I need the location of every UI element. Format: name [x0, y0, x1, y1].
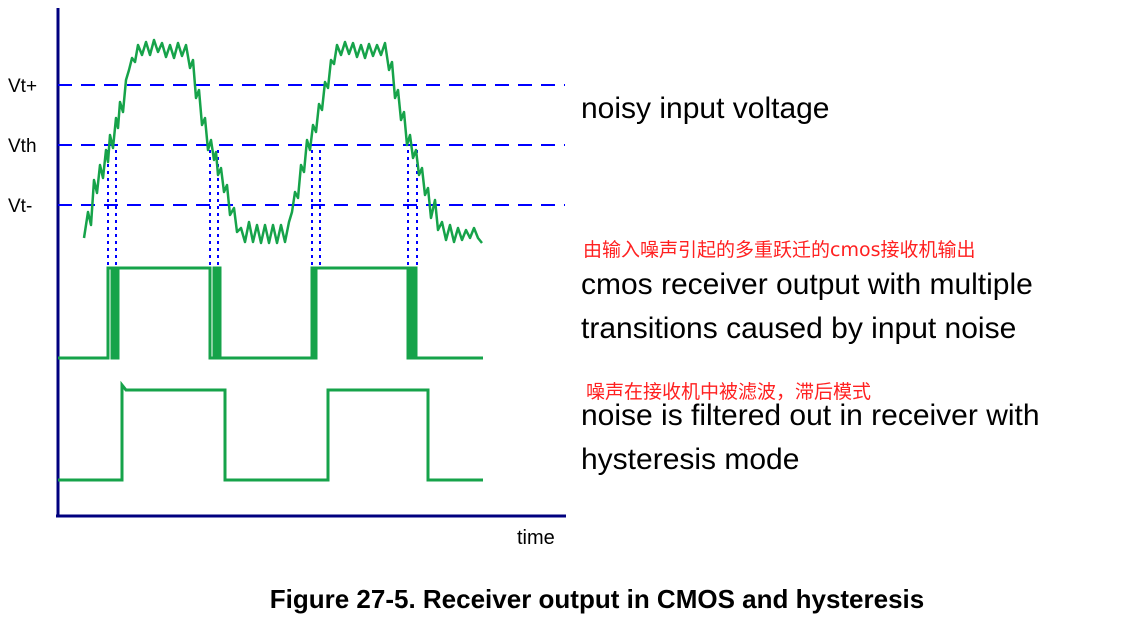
- hysteresis-description-zh: 噪声在接收机中被滤波，滞后模式: [586, 381, 871, 403]
- cmos-output-description-line1: cmos receiver output with multiple: [581, 268, 1033, 301]
- cmos-output-description-zh: 由输入噪声引起的多重跃迁的cmos接收机输出: [583, 239, 975, 261]
- noisy-input-waveform: [82, 38, 483, 245]
- vth-label: Vth: [8, 136, 37, 157]
- cmos-output-waveform: [58, 266, 483, 360]
- time-axis-label: time: [517, 527, 555, 549]
- hysteresis-description-line2: hysteresis mode: [581, 443, 799, 476]
- vt-plus-label: Vt+: [8, 76, 37, 97]
- hysteresis-description-line1: noise is filtered out in receiver with: [581, 399, 1040, 432]
- crossing-markers: [107, 150, 418, 265]
- cmos-output-description-line2: transitions caused by input noise: [581, 312, 1016, 345]
- figure-caption: Figure 27-5. Receiver output in CMOS and…: [270, 584, 925, 614]
- noisy-input-description: noisy input voltage: [581, 92, 830, 125]
- vt-minus-label: Vt-: [8, 196, 32, 217]
- hysteresis-output-waveform: [58, 380, 483, 482]
